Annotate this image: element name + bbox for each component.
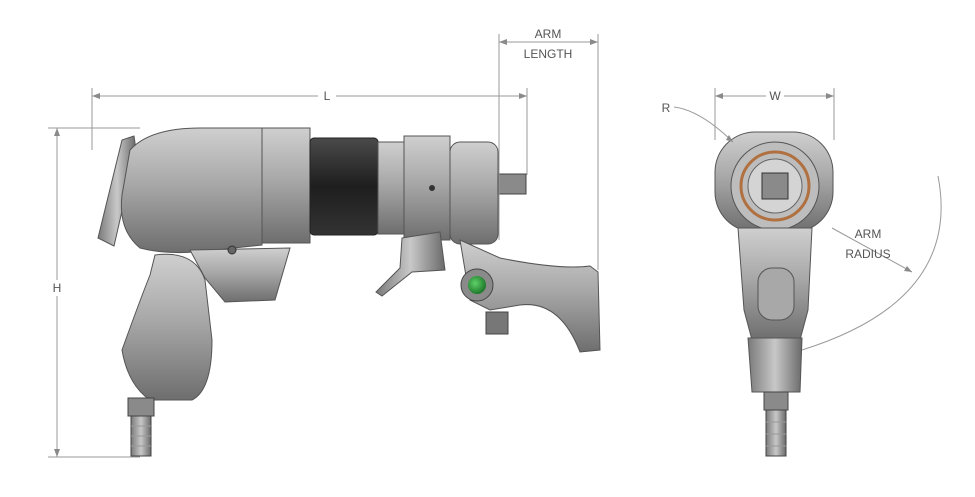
dimension-height: H xyxy=(48,127,140,458)
arm-radius-label-2: RADIUS xyxy=(845,247,890,261)
width-label: W xyxy=(769,89,781,103)
height-label: H xyxy=(53,281,62,295)
arm-radius-label: ARM xyxy=(855,227,882,241)
motor-collar xyxy=(261,127,311,244)
dimension-width: W xyxy=(714,88,835,140)
rear-cap xyxy=(97,135,137,247)
gearbox-ring xyxy=(377,141,405,235)
air-inlet xyxy=(127,397,155,417)
trigger-screw xyxy=(227,245,237,255)
front-inlet xyxy=(763,391,789,411)
front-inlet-coupling xyxy=(765,409,787,457)
gearbox-screw xyxy=(429,185,435,191)
reverse-lever xyxy=(375,231,446,297)
arm-length-label-2: LENGTH xyxy=(524,47,573,61)
dimension-radius: R xyxy=(662,101,734,143)
arm-clip xyxy=(485,311,509,335)
gearbox-head xyxy=(403,135,451,241)
pistol-grip xyxy=(121,253,213,401)
arm-length-label: ARM xyxy=(535,27,562,41)
dimension-arm-length: ARM LENGTH xyxy=(498,27,599,270)
front-button-plate xyxy=(757,267,795,321)
dimension-arm-radius: ARM RADIUS xyxy=(801,175,942,351)
motor-housing xyxy=(120,127,263,254)
length-label: L xyxy=(324,89,331,103)
front-ring-bronze xyxy=(739,150,811,222)
front-view-tool xyxy=(714,131,834,457)
reaction-arm xyxy=(459,239,601,353)
radius-label: R xyxy=(662,101,671,115)
dimension-length: L xyxy=(91,88,528,175)
front-square-drive xyxy=(761,172,789,200)
side-view-tool xyxy=(97,127,601,457)
release-button-green xyxy=(468,276,486,294)
gearbox-sleeve xyxy=(309,137,379,236)
reaction-head xyxy=(449,141,499,245)
front-grip xyxy=(747,337,803,393)
square-drive xyxy=(497,173,527,195)
